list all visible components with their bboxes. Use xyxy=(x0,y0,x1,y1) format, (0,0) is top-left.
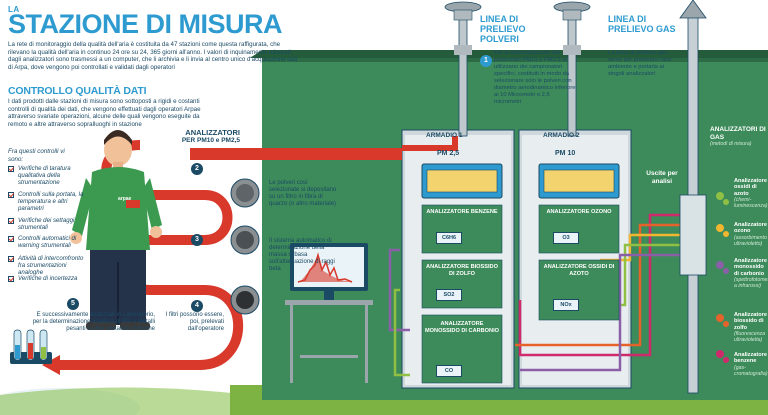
analyzer-co-label: ANALIZZATORE MONOSSIDO DI CARBONIO xyxy=(425,321,499,334)
step5-text: E successivamente analizzati in Laborato… xyxy=(32,312,155,332)
analyzer-so2-label: ANALIZZATORE BIOSSIDO DI ZOLFO xyxy=(426,264,498,277)
analyzer-screen: C6H6 xyxy=(436,232,462,244)
gas-analyzer-item: Analizzatore biossido di zolfo (fluoresc… xyxy=(734,312,767,344)
check-item: Verifiche dei settaggi strumentali xyxy=(8,217,88,231)
gas-analyzers-legend: ANALIZZATORI DI GAS (metodi di misura) xyxy=(710,126,766,147)
gas-analyzer-item: Analizzatore ozono (assorbimento ultravi… xyxy=(734,222,767,247)
analyzer-screen: CO xyxy=(436,365,462,377)
dust-line-text: Per la determinazione del particolato PM… xyxy=(494,50,576,105)
cabinet-2-label: ARMADIO 2 xyxy=(543,132,580,139)
pm-analyzer-label: ANALIZZATORI PER PM10 e PM2,5 xyxy=(181,128,240,144)
analyzer-screen: O3 xyxy=(553,232,579,244)
check-item: Verifiche di incertezza xyxy=(8,275,88,282)
checkbox-icon xyxy=(8,192,14,198)
step-number: 2 xyxy=(191,163,203,175)
check-item: Controlli automatici di warning strument… xyxy=(8,235,88,249)
checks-title: Fra questi controlli vi sono: xyxy=(8,148,65,163)
dust-line-title: LINEA DI PRELIEVO POLVERI xyxy=(480,14,526,44)
checkbox-icon xyxy=(8,256,14,262)
gas-line-title: LINEA DI PRELIEVO GAS xyxy=(608,14,676,34)
analyzer-benzene-label: ANALIZZATORE BENZENE xyxy=(426,209,498,215)
intro-text: La rete di monitoraggio della qualità de… xyxy=(8,41,298,71)
checkbox-icon xyxy=(8,276,14,282)
gas-analyzer-item: Analizzatore monossido di carbonio (spet… xyxy=(734,258,768,290)
step-number: 5 xyxy=(67,298,79,310)
step4-text: I filtri possono essere, poi, prelevati … xyxy=(165,312,224,332)
step-number: 1 xyxy=(480,55,492,67)
step3-text: Il sistema automatico di determinazione … xyxy=(269,238,335,272)
pm25-label: PM 2,5 xyxy=(437,150,460,157)
step-number: 3 xyxy=(191,234,203,246)
quality-title: CONTROLLO QUALITÀ DATI xyxy=(8,85,147,97)
gas-analyzer-item: Analizzatore ossidi di azoto (chemi-lumi… xyxy=(734,178,768,210)
step2-text: Le polveri così selezionate si depositan… xyxy=(269,180,337,207)
check-item: Controlli sulla portata, la temperatura … xyxy=(8,191,88,212)
check-item: Verifiche di taratura qualitativa della … xyxy=(8,165,88,186)
analyzer-nox-label: ANALIZZATORE OSSIDI DI AZOTO xyxy=(543,264,615,277)
gas-analyzer-item: Analizzatore benzene (gas-cromatografia) xyxy=(734,352,768,377)
analyzer-screen: SO2 xyxy=(436,289,462,301)
checkbox-icon xyxy=(8,218,14,224)
quality-text: I dati prodotti dalle stazioni di misura… xyxy=(8,98,201,128)
analyzer-screen: NOx xyxy=(553,299,579,311)
checkbox-icon xyxy=(8,166,14,172)
pm10-label: PM 10 xyxy=(555,150,576,157)
step-number: 4 xyxy=(191,300,203,312)
outputs-label: Uscite per analisi xyxy=(646,170,678,185)
checkbox-icon xyxy=(8,236,14,242)
operator-badge: arpae xyxy=(118,196,132,202)
page-title: STAZIONE DI MISURA xyxy=(8,9,283,39)
cabinet-1-label: ARMADIO 1 xyxy=(426,132,463,139)
check-item: Attività di intercomfronto fra strumenta… xyxy=(8,255,88,276)
analyzer-ozone-label: ANALIZZATORE OZONO xyxy=(546,209,612,215)
title-kicker: LA xyxy=(8,5,20,14)
gas-line-text: La linea di prelievo gas serve per prele… xyxy=(608,50,672,77)
